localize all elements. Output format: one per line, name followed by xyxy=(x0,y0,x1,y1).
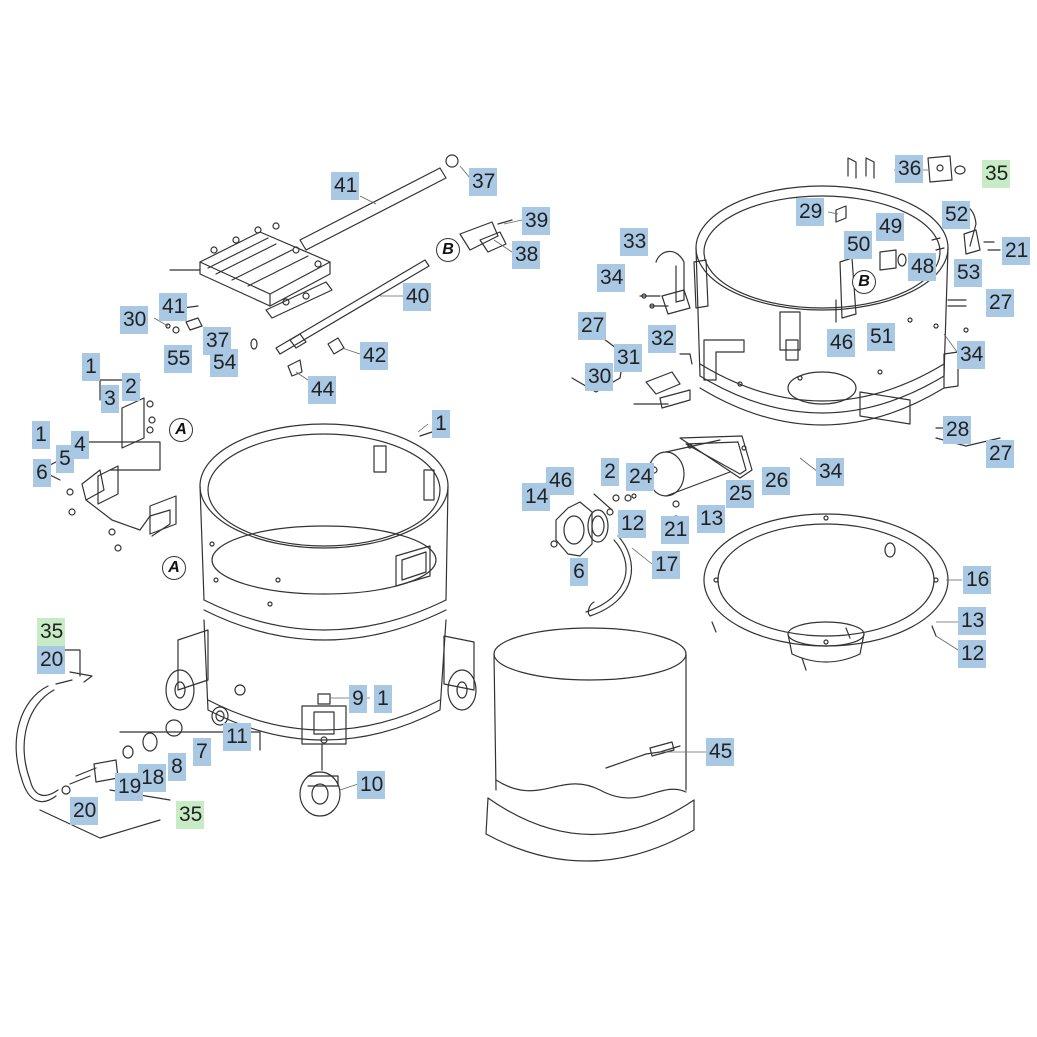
callout: 34 xyxy=(957,341,985,369)
callout: 3 xyxy=(101,385,119,413)
callout: 35 xyxy=(982,160,1010,188)
handle-small-parts xyxy=(165,317,345,377)
drum-casters xyxy=(165,629,477,817)
callout: 13 xyxy=(958,607,986,635)
callout: 32 xyxy=(648,325,676,353)
callout: 27 xyxy=(986,440,1014,468)
cover-plate-36 xyxy=(927,155,966,183)
callout: 6 xyxy=(570,558,588,586)
callout: 35 xyxy=(176,801,204,829)
callout: 44 xyxy=(308,376,336,404)
callout: 52 xyxy=(942,201,970,229)
callout: 26 xyxy=(762,467,790,495)
callout: 1 xyxy=(82,353,100,381)
callout: 41 xyxy=(331,172,359,200)
callout: 16 xyxy=(963,566,991,594)
callout: 12 xyxy=(618,510,646,538)
callout: 37 xyxy=(469,168,497,196)
callout: 34 xyxy=(597,264,625,292)
callout: 45 xyxy=(706,738,734,766)
callout: 20 xyxy=(70,797,98,825)
callout: 53 xyxy=(954,259,982,287)
section-marker-a: A xyxy=(169,418,193,442)
callout: 8 xyxy=(168,753,186,781)
callout: 34 xyxy=(816,458,844,486)
callout: 11 xyxy=(223,723,251,751)
callout: 51 xyxy=(867,323,895,351)
handle-tube-41 xyxy=(275,154,459,355)
callout: 25 xyxy=(726,480,754,508)
callout: 29 xyxy=(796,198,824,226)
inlet-cap-14 xyxy=(550,493,637,617)
callout: 38 xyxy=(512,241,540,269)
callout: 21 xyxy=(1002,237,1030,265)
callout: 30 xyxy=(585,363,613,391)
callout: 28 xyxy=(943,416,971,444)
callout: 30 xyxy=(120,306,148,334)
callout: 31 xyxy=(614,344,642,372)
callout: 42 xyxy=(360,342,388,370)
callout: 1 xyxy=(432,410,450,438)
callout: 5 xyxy=(56,445,74,473)
callout: 54 xyxy=(210,349,238,377)
callout: 20 xyxy=(37,646,65,674)
handle-grip-38 xyxy=(459,219,513,253)
callout: 21 xyxy=(661,516,689,544)
callout: 24 xyxy=(626,463,654,491)
callout: 1 xyxy=(374,685,392,713)
section-marker-a: A xyxy=(162,556,186,580)
callout: 13 xyxy=(697,505,725,533)
callout: 49 xyxy=(876,213,904,241)
callout: 19 xyxy=(115,773,143,801)
section-marker-b: B xyxy=(436,238,460,262)
filter-bag-45 xyxy=(485,627,695,862)
callout: 46 xyxy=(827,329,855,357)
callout: 2 xyxy=(122,373,140,401)
drain-hose xyxy=(15,649,161,839)
callout: 50 xyxy=(844,231,872,259)
callout: 35 xyxy=(37,618,65,646)
callout: 41 xyxy=(159,293,187,321)
callout: 39 xyxy=(522,207,550,235)
callout: 10 xyxy=(357,771,385,799)
handle-bracket-frame xyxy=(167,222,333,319)
callout: 17 xyxy=(652,551,680,579)
callout: 2 xyxy=(601,458,619,486)
callout: 4 xyxy=(71,431,89,459)
callout: 12 xyxy=(958,640,986,668)
callout: 46 xyxy=(546,467,574,495)
callout: 27 xyxy=(578,312,606,340)
section-marker-b: B xyxy=(852,270,876,294)
callout: 9 xyxy=(349,685,367,713)
callout: 7 xyxy=(193,738,211,766)
filter-ring-16 xyxy=(703,513,949,671)
callout: 36 xyxy=(895,155,923,183)
callout: 48 xyxy=(908,253,936,281)
callout: 14 xyxy=(522,483,550,511)
callout: 6 xyxy=(33,459,51,487)
callout: 1 xyxy=(32,421,50,449)
upper-drum xyxy=(695,157,969,426)
callout: 40 xyxy=(403,283,431,311)
callout: 33 xyxy=(620,228,648,256)
callout: 27 xyxy=(986,289,1014,317)
callout: 55 xyxy=(164,345,192,373)
